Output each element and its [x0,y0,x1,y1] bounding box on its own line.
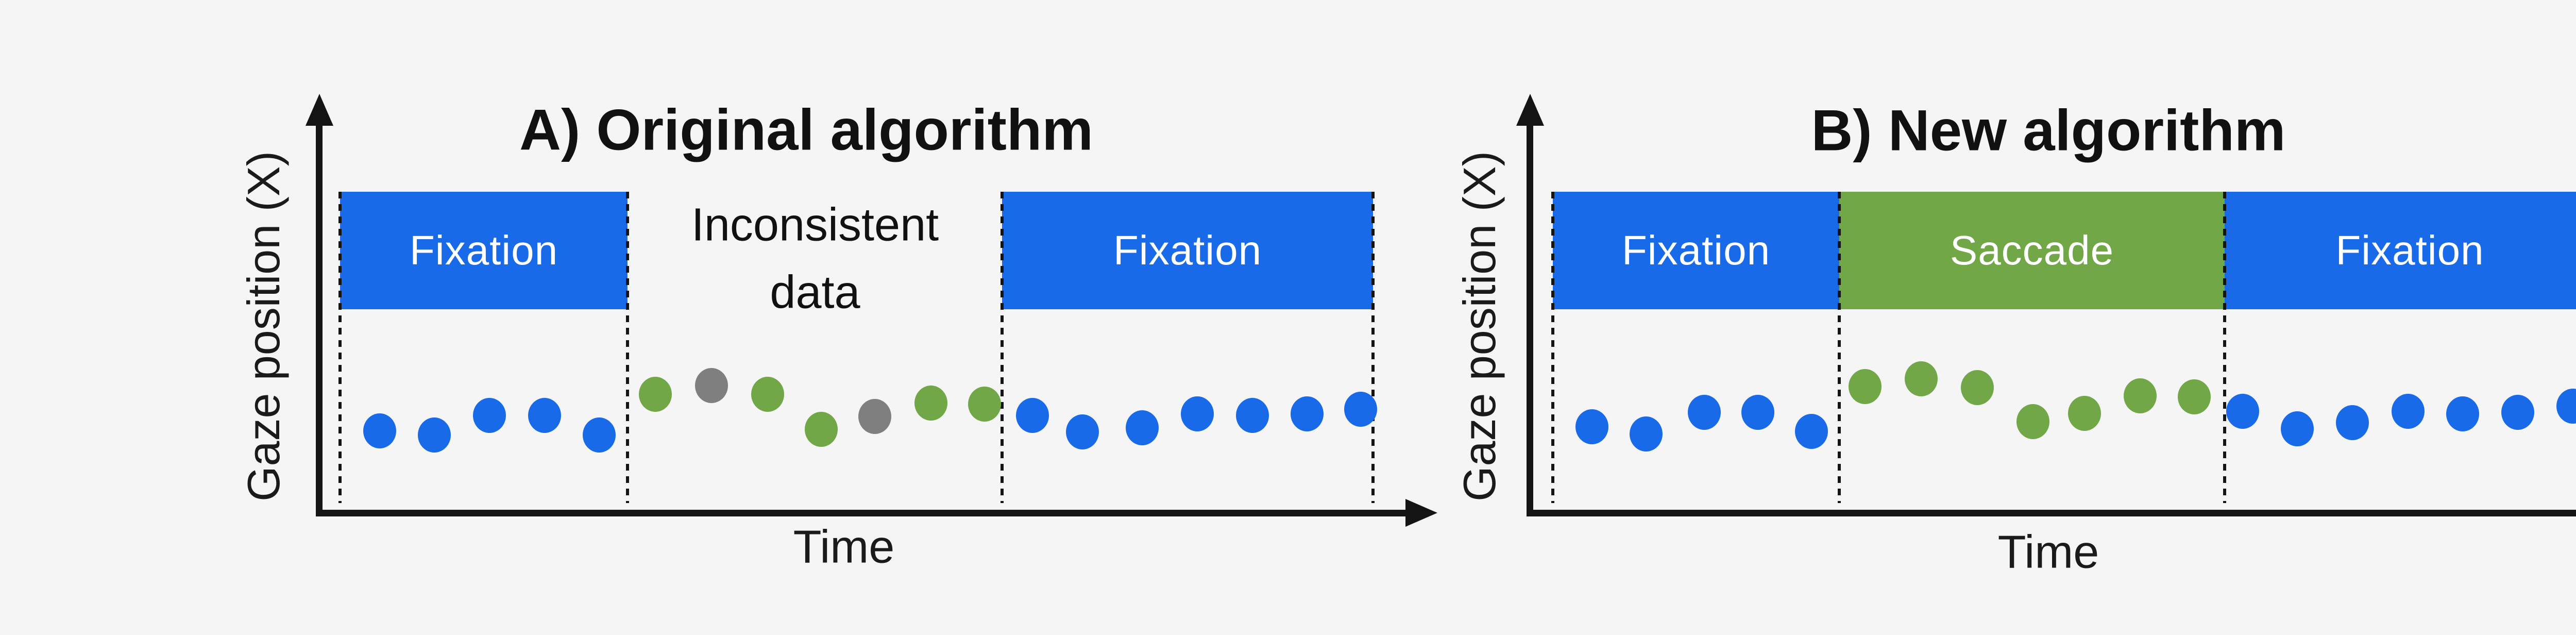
gaze-sample-dot-gray [695,368,728,403]
gaze-sample-dot-green [1905,361,1938,396]
gaze-sample-dot-green [1849,369,1882,404]
segment-label: Fixation [1113,227,1262,273]
segment-label: Fixation [409,227,558,273]
gaze-sample-dot-blue [1291,396,1324,431]
gaze-sample-dot-green [968,387,1001,422]
gaze-sample-dot-green [2016,404,2049,439]
gaze-sample-dot-blue [1016,398,1049,433]
gaze-sample-dot-blue [1344,392,1377,427]
gaze-sample-dot-blue [2501,395,2534,430]
annotation-line-1: Inconsistent [691,199,939,251]
gaze-sample-dot-green [2124,378,2157,413]
gaze-sample-dot-blue [1795,414,1828,449]
gaze-sample-dot-blue [473,398,506,433]
gaze-sample-dot-green [2068,396,2101,431]
panel-a-x-axis-label: Time [793,521,895,573]
gaze-sample-dot-blue [1688,395,1721,430]
gaze-sample-dot-gray [858,399,891,434]
gaze-sample-dot-green [2178,379,2211,414]
gaze-sample-dot-green [914,386,947,421]
gaze-sample-dot-blue [2281,411,2314,446]
panel-a-y-axis-line [316,122,323,516]
segment-boundary-dashed-line [1371,192,1375,503]
gaze-sample-dot-blue [1181,396,1214,431]
segment-boundary-dashed-line [1001,192,1004,503]
gaze-sample-dot-blue [528,398,561,433]
panel-b-x-axis-line [1530,510,2576,516]
segment-label: Fixation [1621,227,1771,273]
gaze-sample-dot-blue [1126,410,1159,445]
panel-b-title: B) New algorithm [1811,98,2286,163]
segment-box-fixation: Fixation [1002,192,1373,309]
gaze-sample-dot-blue [1575,409,1608,444]
gaze-sample-dot-blue [2556,389,2576,424]
gaze-sample-dot-blue [2446,396,2479,431]
panel-b-y-axis-arrowhead-icon [1516,94,1544,126]
gaze-sample-dot-green [1961,370,1994,405]
gaze-sample-dot-green [751,377,784,412]
panel-b-y-axis-label: Gaze position (X) [1454,151,1505,502]
segment-boundary-dashed-line [626,192,629,503]
gaze-sample-dot-blue [2226,394,2259,429]
gaze-sample-dot-blue [1630,416,1663,452]
gaze-sample-dot-blue [583,417,616,453]
segment-boundary-dashed-line [2223,192,2226,503]
gaze-sample-dot-blue [2392,394,2425,429]
gaze-sample-dot-blue [418,417,451,453]
gaze-sample-dot-green [639,377,672,412]
segment-boundary-dashed-line [1551,192,1554,503]
gaze-sample-dot-blue [363,413,396,448]
segment-box-fixation: Fixation [2225,192,2576,309]
segment-box-saccade: Saccade [1839,192,2225,309]
segment-box-fixation: Fixation [1553,192,1839,309]
gaze-sample-dot-blue [1236,398,1269,433]
segment-boundary-dashed-line [1838,192,1841,503]
gaze-sample-dot-blue [2336,405,2369,440]
segment-boundary-dashed-line [338,192,342,503]
panel-a-annotation: Inconsistent data [691,192,939,326]
panel-a-y-axis-arrowhead-icon [306,94,333,126]
gaze-sample-dot-blue [1066,414,1099,449]
segment-label: Fixation [2335,227,2484,273]
panel-a-title: A) Original algorithm [519,97,1093,162]
panel-a-x-axis-line [319,510,1406,516]
annotation-line-2: data [770,266,860,318]
gaze-sample-dot-green [805,412,838,447]
panel-a-x-axis-arrowhead-icon [1405,499,1437,527]
segment-label: Saccade [1950,227,2114,273]
panel-b-y-axis-line [1527,122,1533,516]
gaze-sample-dot-blue [1741,395,1774,430]
segment-box-fixation: Fixation [340,192,628,309]
panel-b-x-axis-label: Time [1997,526,2099,578]
